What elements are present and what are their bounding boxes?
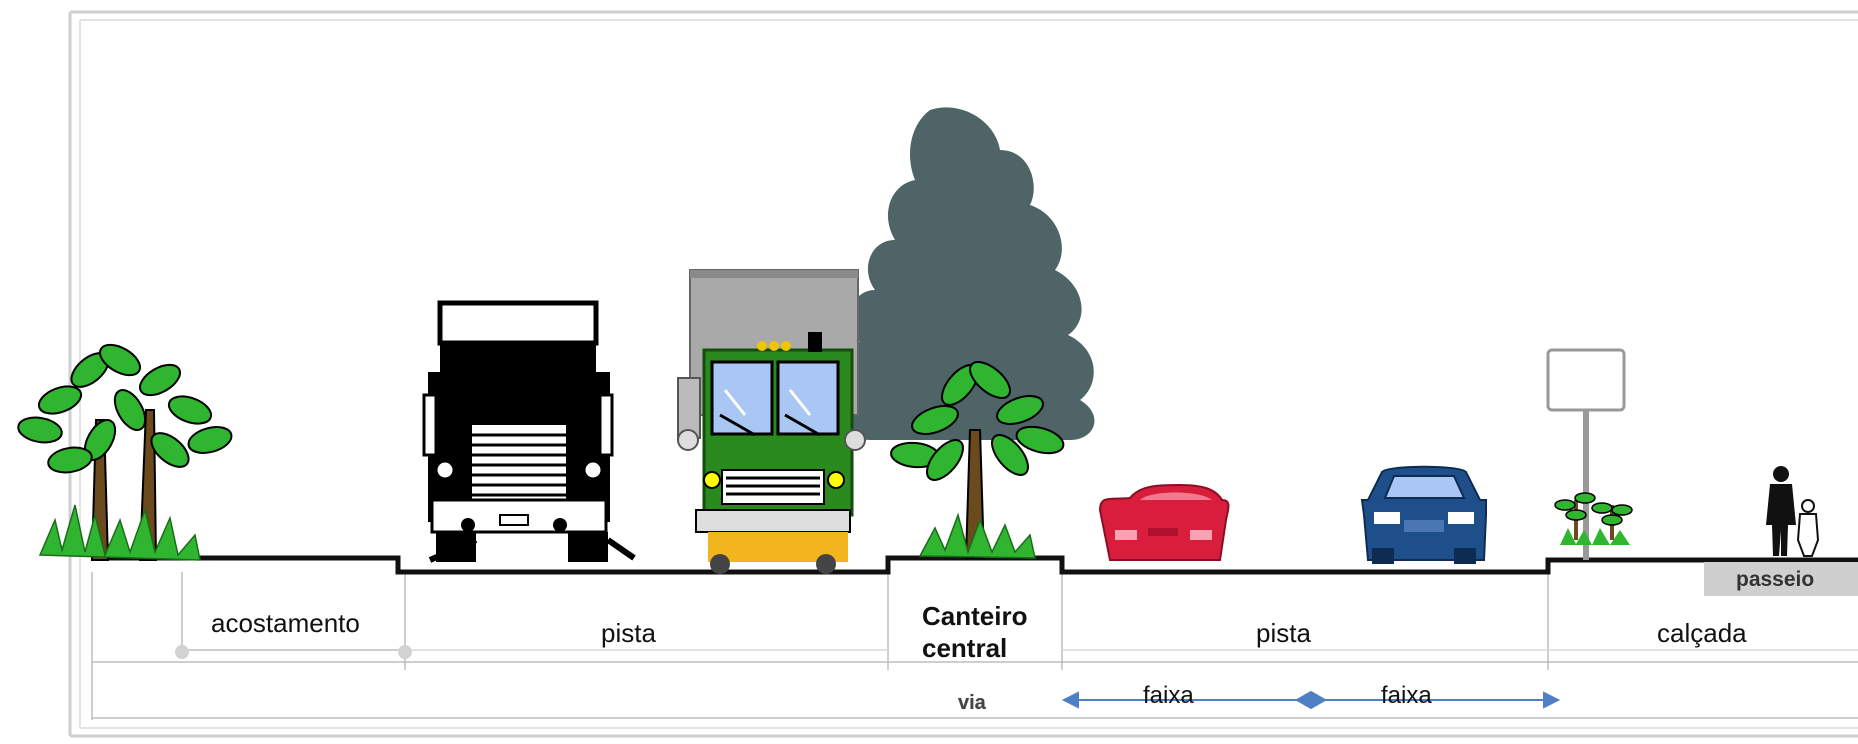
shrub-icon xyxy=(1554,492,1633,545)
label-calcada: calçada xyxy=(1657,618,1747,648)
ground-profile xyxy=(92,555,1858,575)
red-car-icon xyxy=(1098,483,1230,561)
label-pista-right: pista xyxy=(1256,618,1311,648)
signpost-icon xyxy=(1546,348,1626,560)
double-arrow-icon xyxy=(1061,690,1561,710)
blue-car-icon xyxy=(1360,465,1487,564)
label-faixa-1: faixa xyxy=(1143,682,1194,709)
label-via: via xyxy=(958,692,986,714)
tree-icon xyxy=(17,343,233,561)
semi-truck-icon xyxy=(422,300,636,563)
label-canteiro: Canteiro central xyxy=(922,600,1027,664)
table-grid xyxy=(91,572,1858,720)
pedestrian-icon xyxy=(1766,466,1820,557)
green-truck-icon xyxy=(677,269,866,574)
label-canteiro-line2: central xyxy=(922,633,1008,663)
label-passeio: passeio xyxy=(1736,568,1815,591)
label-acostamento: acostamento xyxy=(211,608,360,638)
passeio-tag: passeio xyxy=(1704,562,1858,596)
median-tree-icon xyxy=(890,361,1065,559)
label-faixa-2: faixa xyxy=(1381,682,1432,709)
table-dots xyxy=(175,645,412,659)
label-canteiro-line1: Canteiro xyxy=(922,601,1028,631)
label-pista-left: pista xyxy=(601,618,656,648)
